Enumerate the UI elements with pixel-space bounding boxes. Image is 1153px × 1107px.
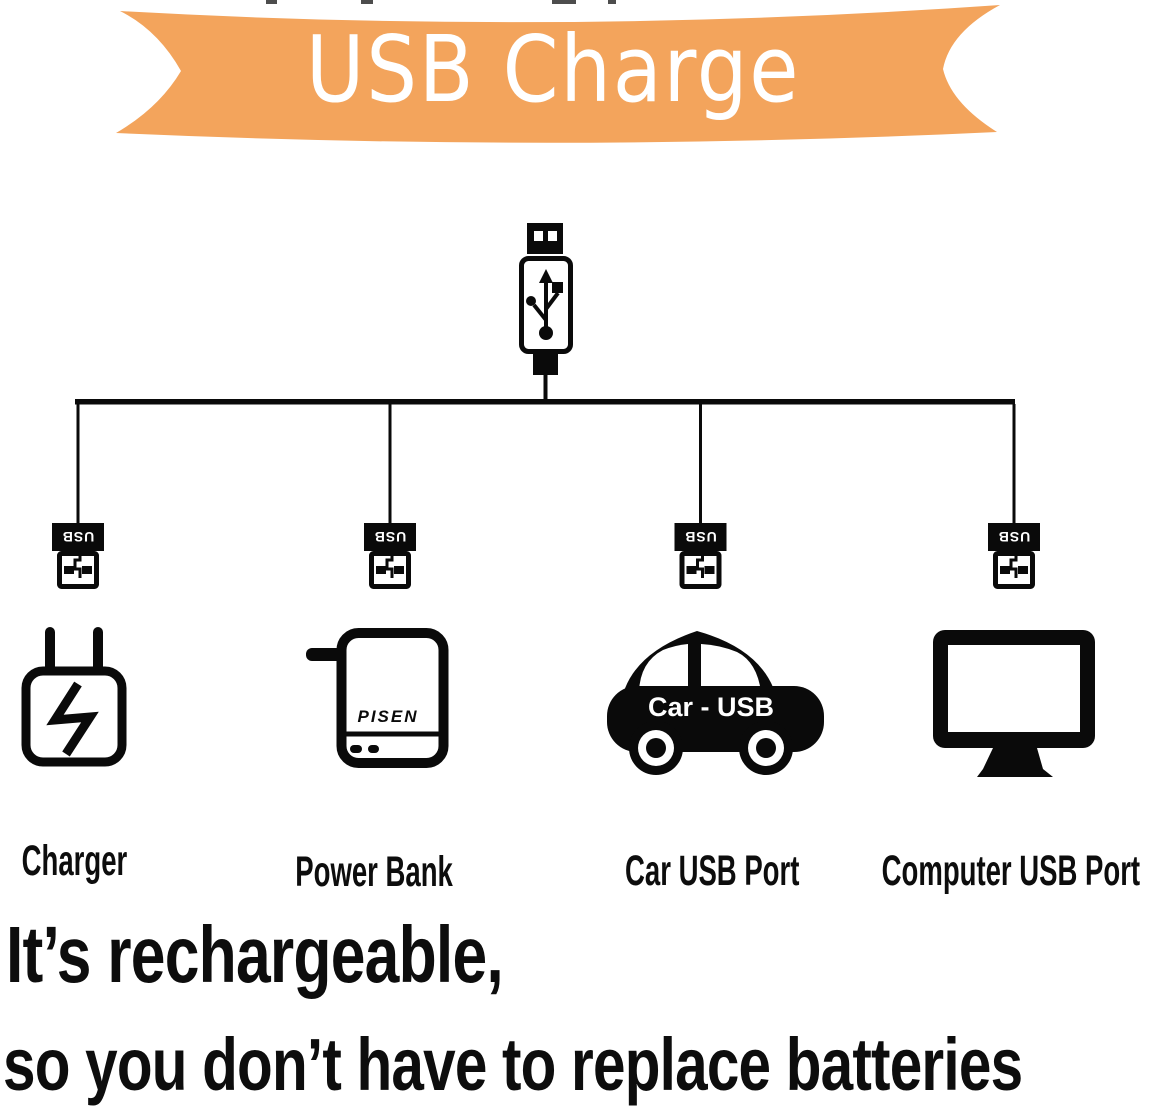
cropped-text-artifact (608, 0, 616, 4)
drop-line-1 (76, 404, 80, 524)
banner-title: USB Charge (305, 16, 801, 123)
car-usb-text: Car - USB (648, 692, 774, 722)
usb-connector-icon (519, 223, 573, 375)
cropped-text-artifact (552, 0, 576, 4)
plug-usb-label: USB (998, 529, 1031, 545)
device-label-computer-usb-port: Computer USB Port (881, 847, 1141, 895)
device-label-power-bank-wrap: Power Bank (164, 851, 584, 894)
lightning-bolt-icon (46, 681, 99, 757)
usb-plug-icon: USB (52, 523, 104, 589)
cropped-text-artifact (361, 0, 373, 4)
usb-plug-icon: USB (988, 523, 1040, 589)
drop-line-3 (699, 404, 702, 524)
cable-stem-line (543, 374, 548, 401)
wall-charger-icon (21, 627, 127, 767)
car-icon: Car - USB (607, 631, 824, 775)
footer-line-1: It’s rechargeable, (6, 910, 504, 999)
usb-cable-stub (533, 353, 558, 375)
plug-usb-label: USB (374, 529, 407, 545)
drop-line-2 (388, 404, 392, 524)
plug-usb-label: USB (62, 529, 95, 545)
usb-connector-tip (527, 223, 563, 254)
usb-connection-diagram: USB USB USB USB (52, 223, 1040, 589)
power-bank-icon: PISEN (306, 628, 449, 768)
banner-ribbon-shape (116, 5, 1000, 143)
banner-ribbon (116, 5, 1000, 143)
cropped-text-artifact (266, 0, 277, 4)
power-bank-stub (306, 648, 346, 661)
computer-monitor-icon (933, 630, 1095, 777)
device-label-power-bank: Power Bank (295, 848, 453, 896)
monitor-screen (948, 645, 1080, 732)
usb-plug-icon: USB (674, 523, 727, 589)
usb-trident-icon (526, 269, 563, 340)
power-bank-brand: PISEN (357, 707, 418, 726)
connection-tree (75, 374, 1016, 524)
drop-line-4 (1012, 404, 1016, 524)
monitor-stand (977, 748, 1053, 777)
device-label-car-usb-wrap: Car USB Port (502, 850, 922, 893)
device-label-charger-wrap: Charger (0, 840, 284, 883)
bus-line (75, 399, 1015, 405)
device-label-charger: Charger (21, 837, 127, 885)
usb-plug-icon: USB (364, 523, 416, 589)
device-icons-row: PISEN Car - USB (21, 627, 1095, 777)
footer-line-2: so you don’t have to replace batteries (3, 1023, 1023, 1106)
plug-usb-label: USB (684, 529, 717, 545)
banner-title-wrap: USB Charge (153, 16, 953, 123)
device-label-computer-usb-wrap: Computer USB Port (801, 850, 1153, 893)
device-label-car-usb-port: Car USB Port (624, 847, 800, 895)
